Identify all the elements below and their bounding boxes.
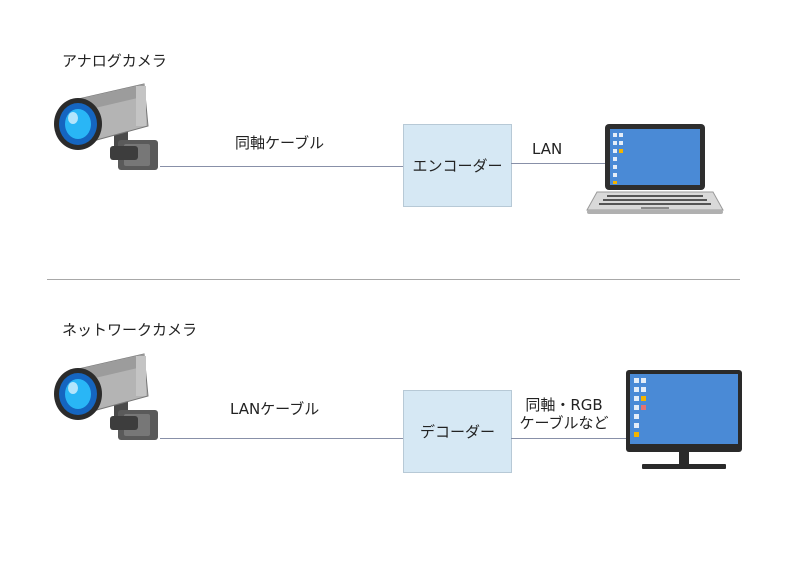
analog-camera-icon <box>54 83 158 170</box>
lan-line <box>511 163 607 164</box>
laptop-icon <box>586 124 724 214</box>
encoder-box: エンコーダー <box>403 124 512 207</box>
decoder-label: デコーダー <box>419 423 495 441</box>
monitor-icon <box>626 370 742 469</box>
top-cable-label: 同軸ケーブル <box>235 134 325 152</box>
video-cable-line <box>511 438 629 439</box>
top-link-label: LAN <box>532 140 563 158</box>
top-camera-label: アナログカメラ <box>62 52 167 70</box>
lan-cable-line <box>160 438 403 439</box>
bottom-camera-label: ネットワークカメラ <box>62 321 198 339</box>
network-camera-icon <box>54 353 158 440</box>
decoder-box: デコーダー <box>403 390 512 473</box>
encoder-label: エンコーダー <box>412 157 503 175</box>
bottom-cable-label: LANケーブル <box>230 400 320 418</box>
bottom-link-label: 同軸・RGB ケーブルなど <box>518 396 610 432</box>
bottom-link-label-line2: ケーブルなど <box>519 414 609 432</box>
bottom-link-label-line1: 同軸・RGB <box>525 396 603 414</box>
section-divider <box>47 279 740 280</box>
coax-cable-line <box>160 166 403 167</box>
